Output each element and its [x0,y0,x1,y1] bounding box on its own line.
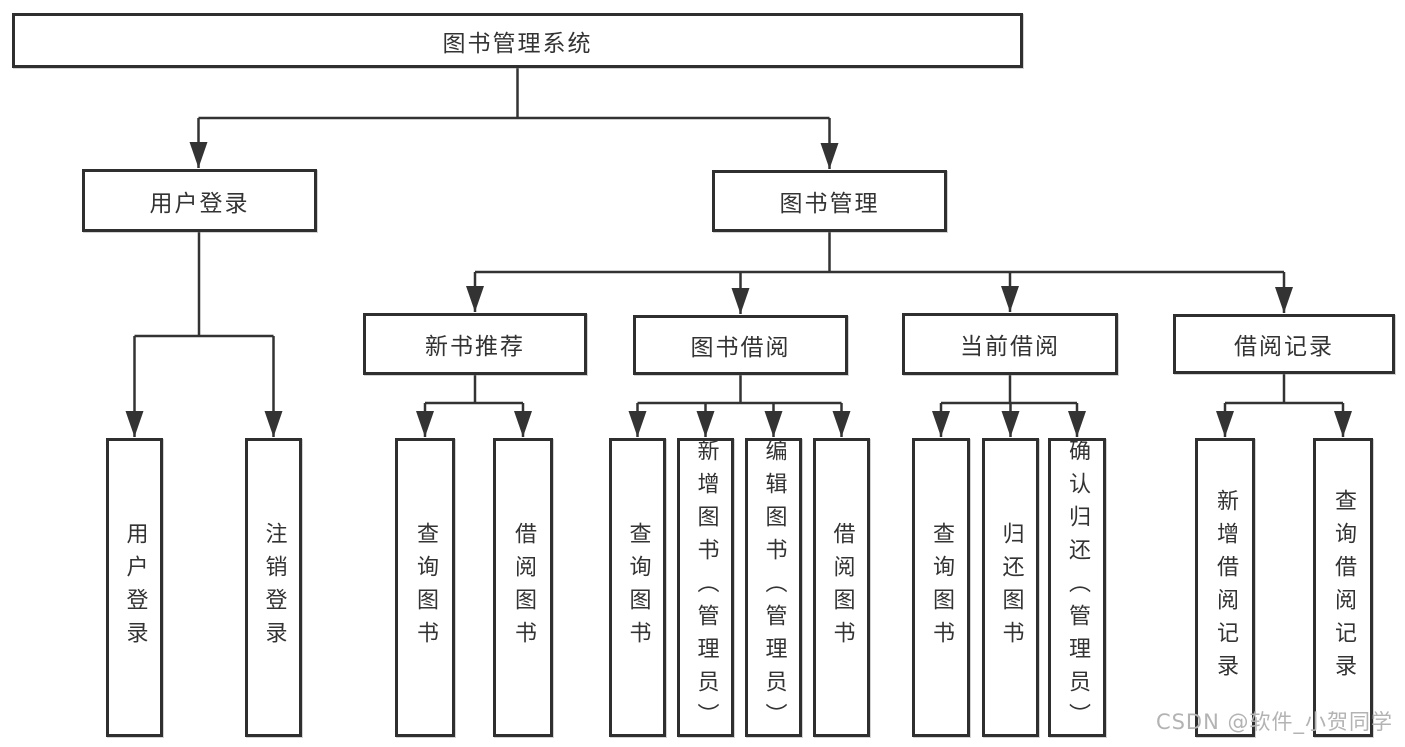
node-label: 借阅图书 [829,521,855,654]
leaf-query-books-current: 查询图书 [912,438,970,737]
leaf-borrow-books-recommend: 借阅图书 [493,438,553,737]
node-label: 编辑图书（管理员） [761,439,787,736]
node-label: 新增借阅记录 [1213,488,1238,687]
node-book-management: 图书管理 [712,170,947,232]
leaf-add-book-admin: 新增图书（管理员） [677,438,734,737]
node-label: 归还图书 [998,521,1024,654]
node-current-borrowing: 当前借阅 [902,313,1118,375]
node-label: 注销登录 [261,521,287,654]
node-label: 新增图书（管理员） [693,439,719,736]
node-label: 图书借阅 [690,335,791,361]
node-borrowing-records: 借阅记录 [1173,314,1395,374]
node-label: 查询图书 [625,521,651,654]
node-book-borrowing: 图书借阅 [633,315,848,375]
node-label: 用户登录 [149,190,250,217]
leaf-query-borrow-record: 查询借阅记录 [1313,438,1373,737]
node-new-book-recommendation: 新书推荐 [363,313,587,375]
leaf-query-books-recommend: 查询图书 [395,438,455,737]
leaf-edit-book-admin: 编辑图书（管理员） [745,438,802,737]
node-label: 借阅记录 [1234,334,1334,360]
node-label: 查询图书 [413,521,438,654]
node-user-login: 用户登录 [82,169,317,232]
leaf-add-borrow-record: 新增借阅记录 [1195,438,1255,737]
node-label: 查询借阅记录 [1331,488,1356,687]
node-label: 用户登录 [122,521,148,654]
node-label: 图书管理 [779,191,880,217]
leaf-logout: 注销登录 [245,438,302,737]
node-label: 图书管理系统 [442,30,593,57]
leaf-confirm-return-admin: 确认归还（管理员） [1048,438,1106,737]
node-label: 新书推荐 [425,334,525,360]
node-label: 查询图书 [929,521,954,654]
leaf-borrow-books-borrowing: 借阅图书 [813,438,870,737]
node-label: 确认归还（管理员） [1065,439,1090,736]
leaf-return-books: 归还图书 [982,438,1039,737]
node-label: 借阅图书 [511,521,536,654]
node-label: 当前借阅 [960,334,1060,360]
node-library-management-system: 图书管理系统 [12,13,1023,68]
watermark: CSDN @软件_小贺同学 [1155,710,1393,734]
leaf-query-books-borrowing: 查询图书 [609,438,666,737]
leaf-user-login: 用户登录 [106,438,163,737]
